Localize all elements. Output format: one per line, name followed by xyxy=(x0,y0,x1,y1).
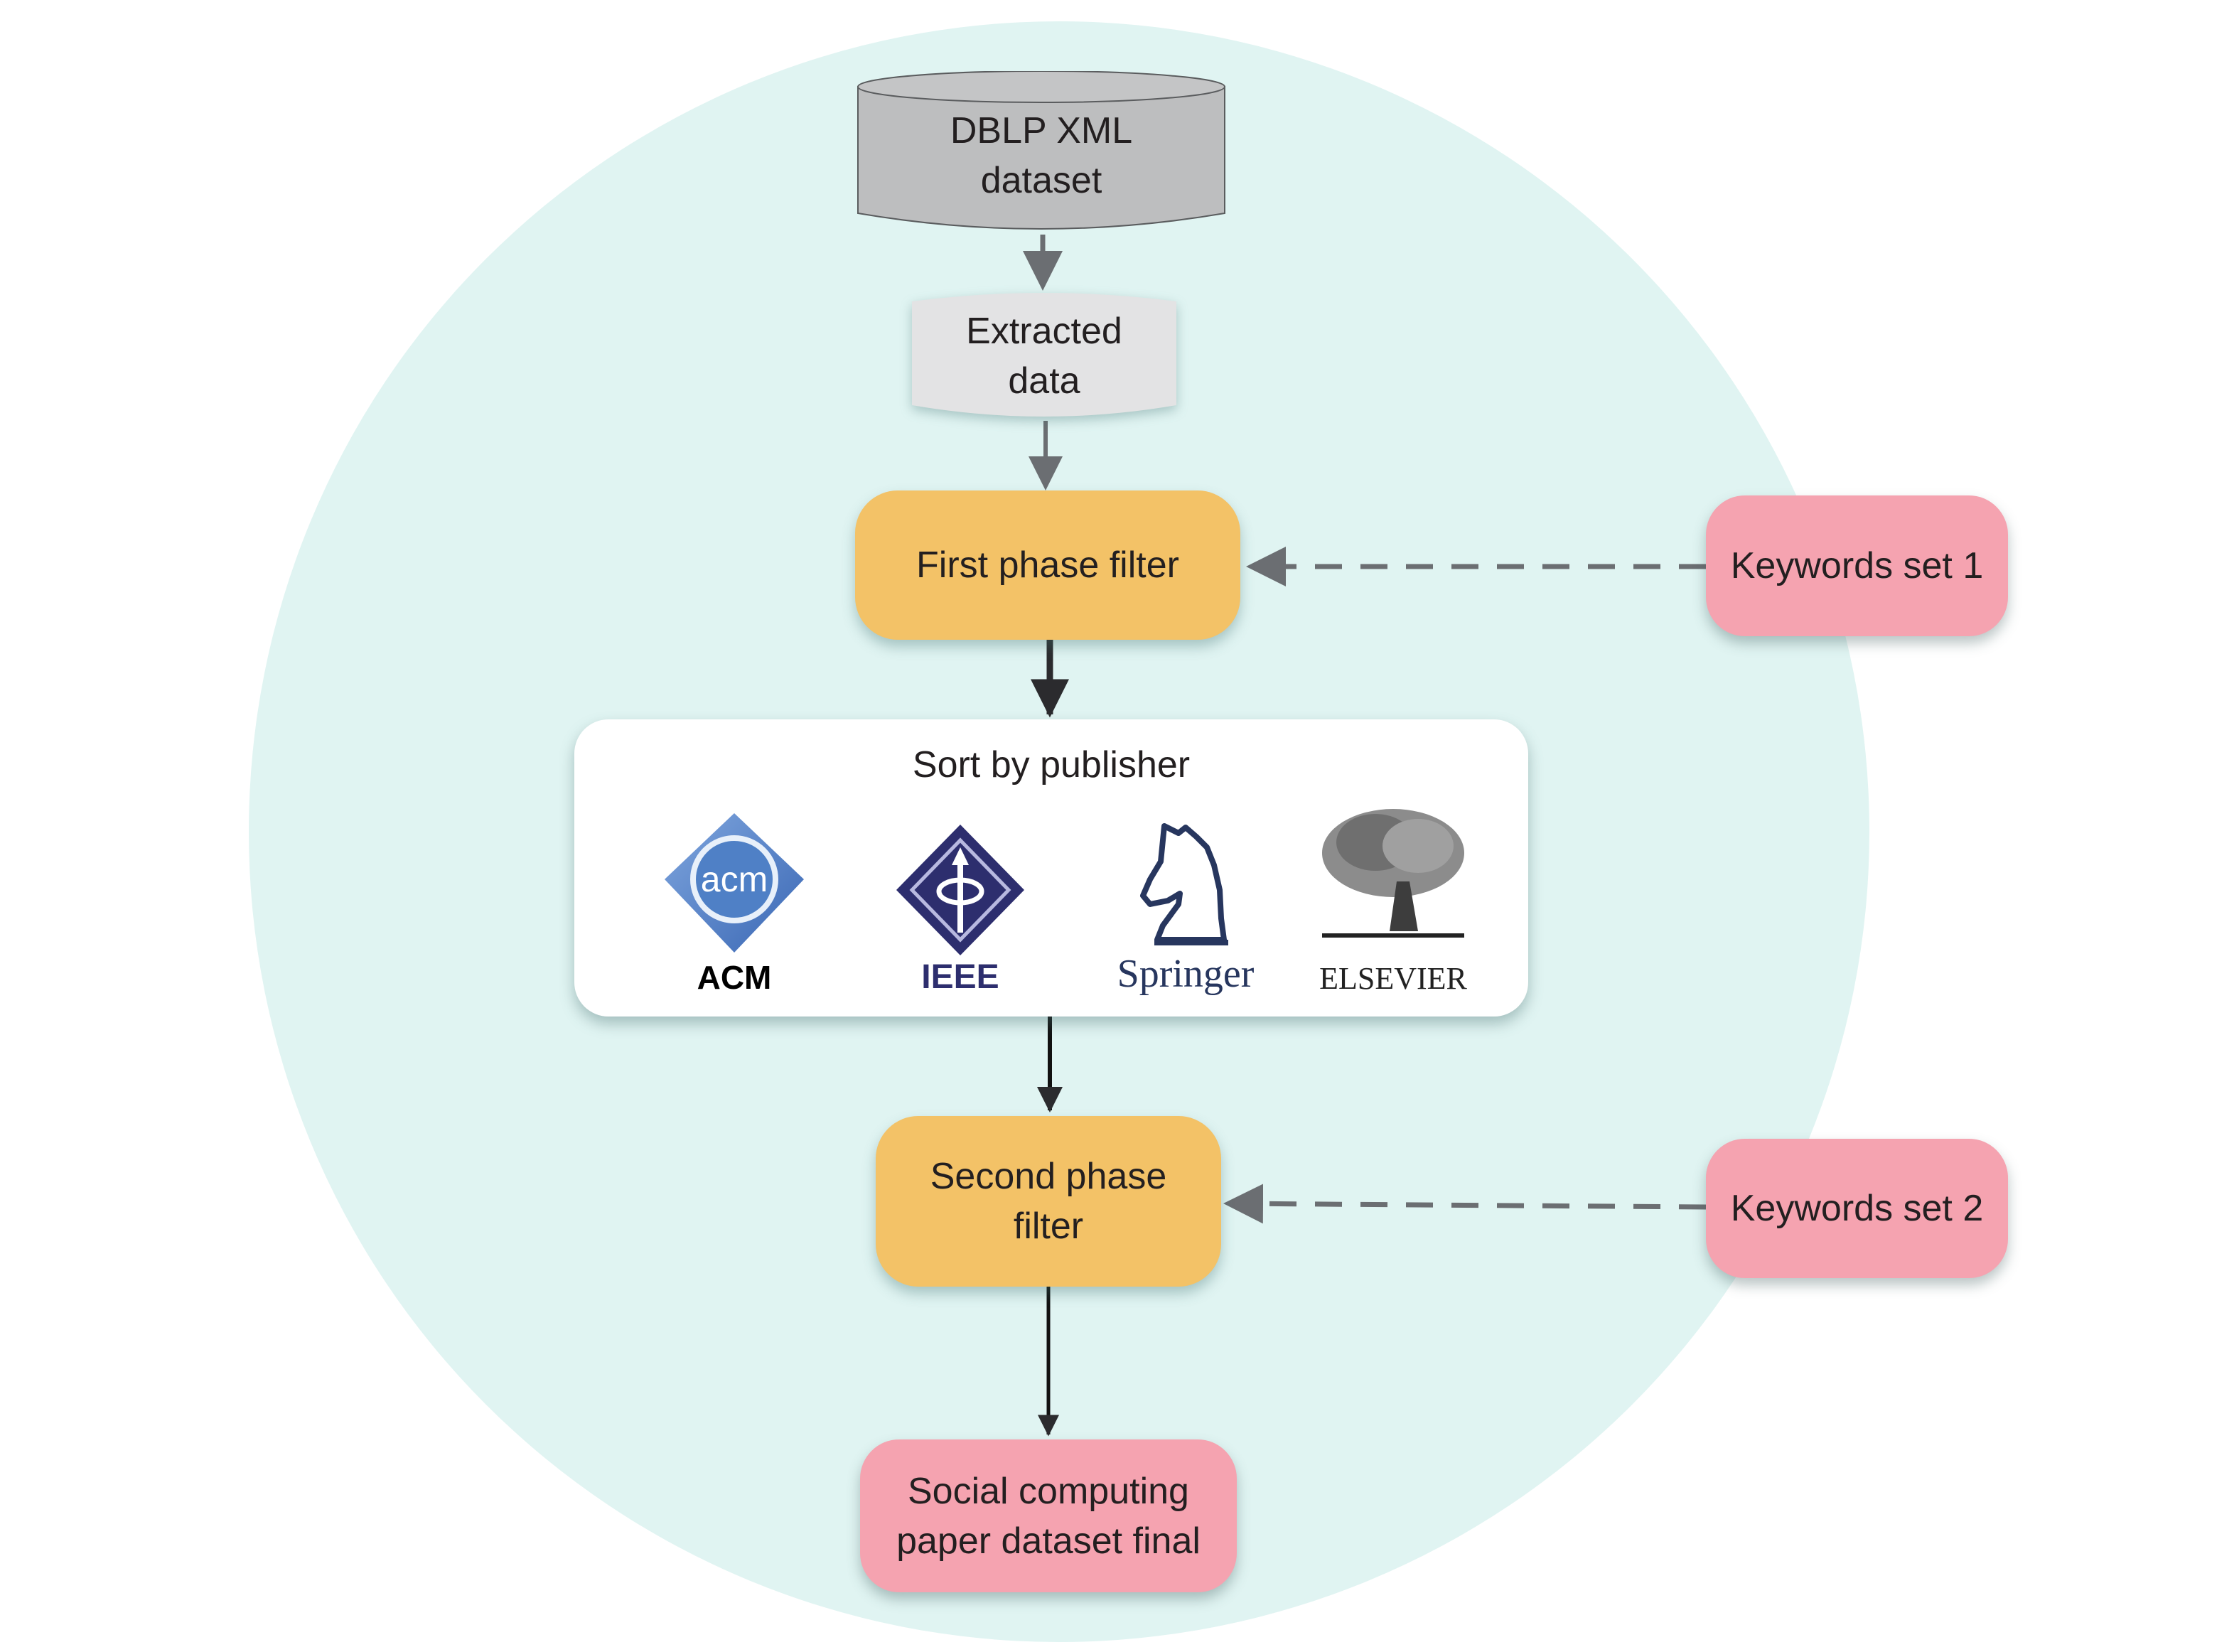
publisher-ieee: IEEE xyxy=(879,812,1042,997)
second-phase-filter-label: Second phase filter xyxy=(930,1156,1167,1247)
first-phase-filter-node: First phase filter xyxy=(855,490,1240,640)
data-shape-icon xyxy=(912,293,1176,417)
svg-text:acm: acm xyxy=(701,859,768,899)
springer-horse-icon xyxy=(1140,823,1228,945)
acm-label: ACM xyxy=(697,959,772,996)
publisher-elsevier: ELSEVIER xyxy=(1308,803,1478,997)
publisher-acm: acm ACM xyxy=(653,812,816,997)
edge-keywords2-to-second-filter xyxy=(1223,1184,1707,1224)
extracted-data-label: Extracted data xyxy=(966,311,1122,402)
keywords-set-2-label: Keywords set 2 xyxy=(1730,1188,1984,1229)
keywords-set-1-label: Keywords set 1 xyxy=(1730,545,1984,586)
keywords-set-1-node: Keywords set 1 xyxy=(1706,495,2008,636)
dblp-dataset-label: DBLP XML dataset xyxy=(950,110,1133,201)
elsevier-tree-icon xyxy=(1319,803,1468,942)
springer-label: Springer xyxy=(1117,952,1255,996)
first-phase-filter-label: First phase filter xyxy=(916,545,1179,586)
sort-by-publisher-node: Sort by publisher acm ACM IEEE Springer xyxy=(574,719,1528,1017)
second-phase-filter-node: Second phase filter xyxy=(876,1116,1221,1287)
ieee-logo-icon xyxy=(896,825,1024,955)
ieee-label: IEEE xyxy=(921,958,999,996)
acm-logo-icon: acm xyxy=(665,813,804,953)
final-dataset-label: Social computing paper dataset final xyxy=(896,1470,1201,1562)
extracted-data-node: Extracted data xyxy=(912,291,1176,421)
final-dataset-node: Social computing paper dataset final xyxy=(860,1439,1237,1592)
publisher-springer: Springer xyxy=(1104,812,1267,997)
keywords-set-2-node: Keywords set 2 xyxy=(1706,1139,2008,1278)
dblp-dataset-node: DBLP XML dataset xyxy=(857,71,1226,236)
database-cylinder-icon xyxy=(857,71,1225,230)
sort-by-publisher-label: Sort by publisher xyxy=(912,744,1191,785)
elsevier-label: ELSEVIER xyxy=(1319,961,1467,996)
